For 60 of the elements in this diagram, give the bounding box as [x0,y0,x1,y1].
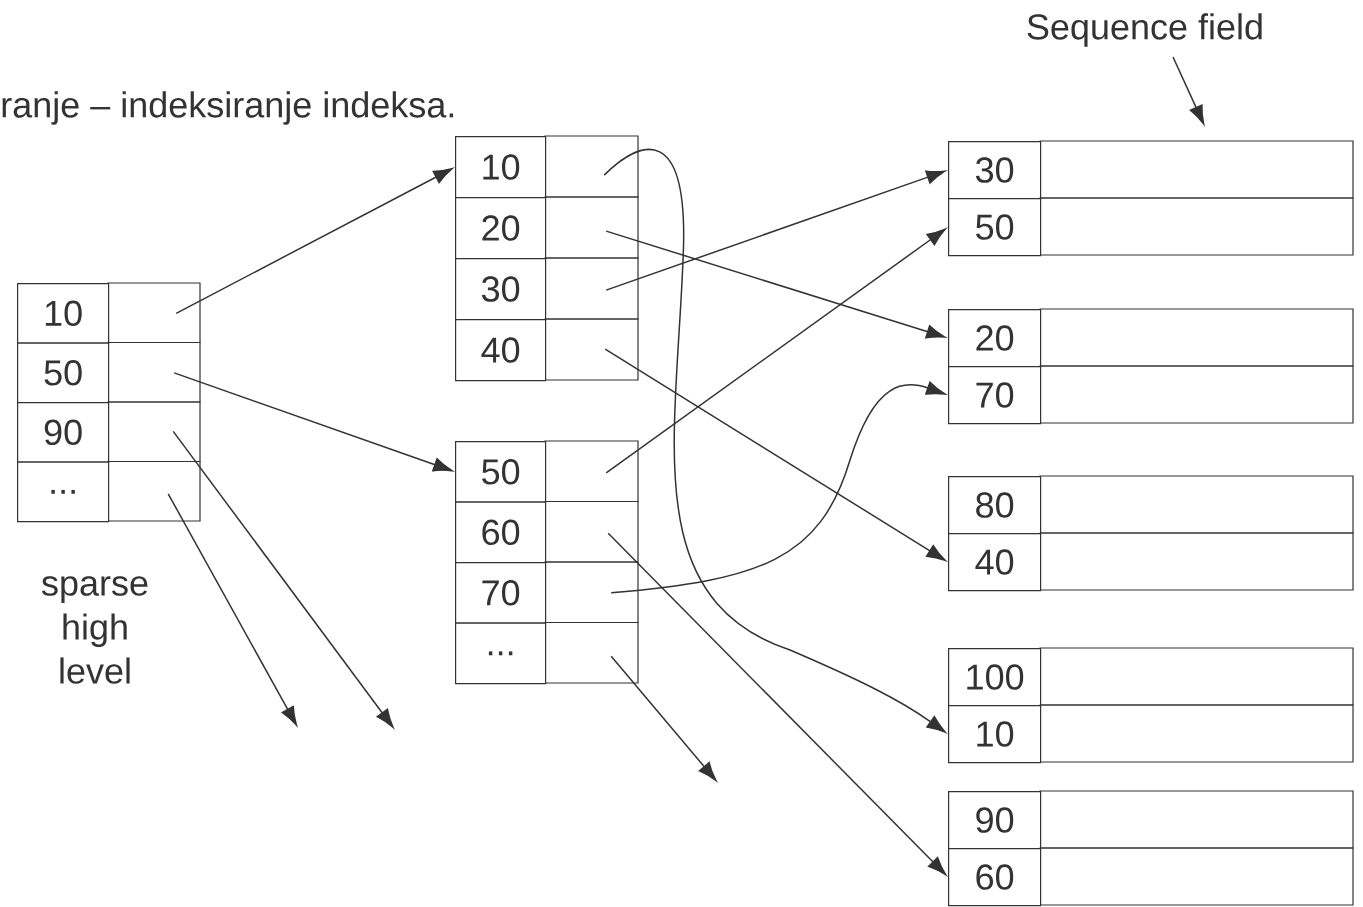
arrow [175,167,453,315]
caption-text: sparse high level [42,576,148,684]
arrow [605,230,946,339]
record-row: 30 [948,140,1354,200]
arrow [610,655,717,782]
node-label: 30 [975,157,1014,183]
node-label: 70 [976,382,1014,408]
index-row: 70 [455,561,639,624]
node-label: 80 [976,492,1014,518]
record-row: 100 [948,647,1354,707]
node-label: 60 [976,864,1014,890]
node-label: ... [488,651,513,656]
annotation-text: Sequence field [1027,13,1262,47]
node-label: 30 [481,276,520,302]
arrow [603,148,946,733]
node-label: 40 [975,549,1014,575]
record-row: 10 [948,704,1354,764]
index-row: 50 [455,440,639,503]
index-row: 10 [455,135,639,199]
index-row: 20 [455,196,639,260]
title: ranje – indeksiranje indeksa. [2,91,454,125]
record-row: 20 [948,308,1354,368]
node-label: 50 [976,214,1014,240]
arrow [605,228,946,474]
record-row: 40 [948,532,1354,592]
node-label: 40 [481,337,520,363]
node-label: 10 [483,154,520,180]
arrow [173,372,453,472]
index-row: ... [455,621,639,685]
arrow [605,170,946,291]
index-row: ... [17,460,201,523]
node-label: ... [51,489,75,494]
arrow [172,430,394,729]
node-label: 100 [967,664,1024,690]
node-label: 10 [977,721,1014,747]
arrow [610,381,946,594]
node-label: 20 [976,325,1014,351]
record-row: 90 [948,790,1354,850]
node-label: 50 [482,459,520,485]
node-label: 90 [976,807,1014,833]
leader-arrow [1172,56,1205,125]
node-label: 60 [482,519,520,546]
node-label: 20 [482,215,520,241]
index-row: 50 [17,341,201,404]
arrow [604,348,946,562]
index-row: 10 [17,282,201,344]
node-label: 10 [45,300,82,327]
record-row: 70 [948,365,1354,425]
node-label: 50 [44,360,82,386]
record-row: 50 [948,197,1354,257]
index-row: 40 [455,318,639,382]
index-row: 60 [455,500,639,564]
record-row: 80 [948,475,1354,535]
arrow [167,493,298,726]
index-row: 30 [455,257,639,321]
node-label: 90 [44,419,82,446]
index-row: 90 [17,401,201,463]
arrow [607,532,947,876]
record-row: 60 [948,847,1354,907]
node-label: 70 [482,580,520,606]
